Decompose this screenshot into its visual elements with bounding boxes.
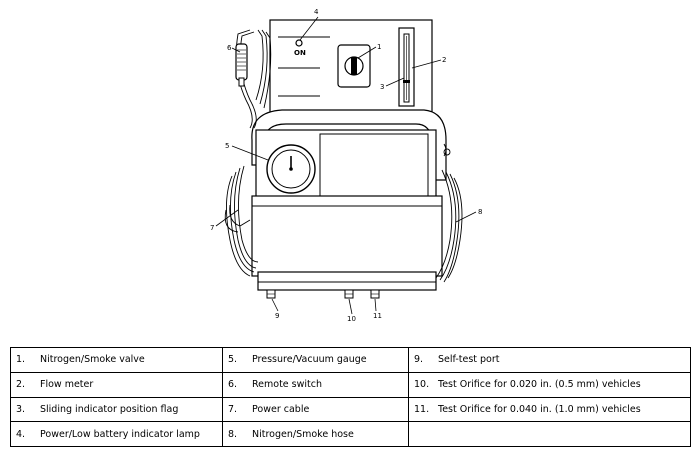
legend-item: 2.Flow meter <box>10 371 223 398</box>
legend-item: 9.Self-test port <box>408 347 691 373</box>
legend-item-empty <box>408 421 691 447</box>
nitrogen-smoke-valve <box>337 44 371 88</box>
legend-item: 1.Nitrogen/Smoke valve <box>10 347 223 373</box>
test-orifice-0020 <box>344 289 354 299</box>
callout-9: 9 <box>275 312 279 320</box>
legend-item: 5.Pressure/Vacuum gauge <box>222 347 409 373</box>
flow-meter <box>398 27 415 107</box>
indicator-lamp: ON <box>294 39 306 57</box>
legend-row: 3.Sliding indicator position flag 7.Powe… <box>10 396 691 423</box>
callout-labels: 4 1 2 3 5 6 7 8 9 10 11 <box>210 8 482 323</box>
callout-8: 8 <box>478 208 482 216</box>
leader-lines <box>215 16 477 315</box>
callout-4: 4 <box>314 8 319 16</box>
remote-switch <box>235 43 248 87</box>
pressure-vacuum-gauge <box>266 144 316 194</box>
callout-6: 6 <box>227 44 232 52</box>
indicator-flag <box>403 80 410 83</box>
legend-table: 1.Nitrogen/Smoke valve 5.Pressure/Vacuum… <box>10 347 691 447</box>
evap-tester-diagram: ON <box>210 8 482 323</box>
callout-11: 11 <box>373 312 382 320</box>
legend-item: 11.Test Orifice for 0.040 in. (1.0 mm) v… <box>408 396 691 423</box>
callout-2: 2 <box>442 56 446 64</box>
self-test-port <box>266 289 276 299</box>
callout-1: 1 <box>377 43 381 51</box>
nitrogen-smoke-hose-coil <box>435 143 463 283</box>
legend-row: 2.Flow meter 6.Remote switch 10.Test Ori… <box>10 371 691 398</box>
tester-body <box>251 129 443 291</box>
callout-10: 10 <box>347 315 356 323</box>
legend-item: 6.Remote switch <box>222 371 409 398</box>
legend-item: 4.Power/Low battery indicator lamp <box>10 421 223 447</box>
legend-row: 1.Nitrogen/Smoke valve 5.Pressure/Vacuum… <box>10 347 691 373</box>
on-label: ON <box>294 49 306 57</box>
legend-item: 7.Power cable <box>222 396 409 423</box>
callout-3: 3 <box>380 83 384 91</box>
legend-item: 8.Nitrogen/Smoke hose <box>222 421 409 447</box>
legend-item: 10.Test Orifice for 0.020 in. (0.5 mm) v… <box>408 371 691 398</box>
callout-5: 5 <box>225 142 229 150</box>
legend-item: 3.Sliding indicator position flag <box>10 396 223 423</box>
callout-7: 7 <box>210 224 214 232</box>
test-orifice-0040 <box>370 289 380 299</box>
legend-row: 4.Power/Low battery indicator lamp 8.Nit… <box>10 421 691 447</box>
